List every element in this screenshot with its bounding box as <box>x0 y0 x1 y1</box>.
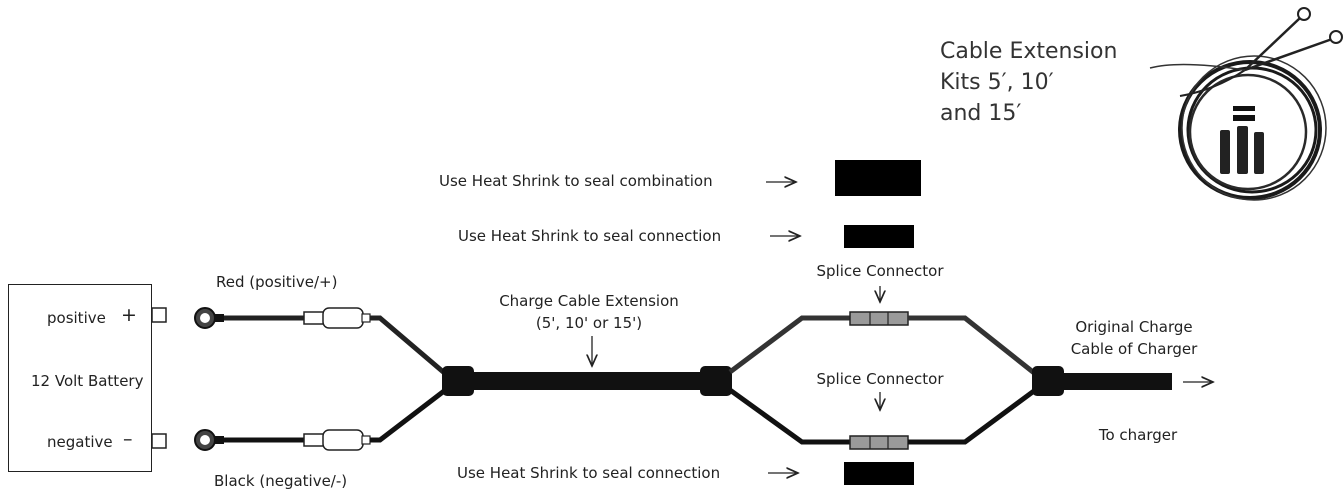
cable-kit-coil-image <box>1149 7 1343 201</box>
negative-sign: – <box>123 428 133 450</box>
upper-branch-wire <box>728 315 850 374</box>
extension-label: Charge Cable Extension <box>499 292 679 310</box>
lower-branch-wire <box>728 387 850 445</box>
kit-title-line: Kits 5′, 10′ <box>940 70 1054 95</box>
positive-terminal <box>151 307 167 323</box>
to-charger-label: To charger <box>1098 426 1178 444</box>
negative-terminal <box>151 433 167 449</box>
black-ring-terminal <box>194 429 224 451</box>
bottom-splice-label: Splice Connector <box>816 370 944 388</box>
kit-title: Cable Extension Kits 5′, 10′ and 15′ <box>940 36 1117 129</box>
original-cable-hub <box>1032 366 1064 396</box>
top-splice-connector <box>849 311 909 326</box>
heat-shrink-connection-top <box>844 225 914 248</box>
red-wire-label: Red (positive/+) <box>216 273 338 291</box>
original-cable-label-line2: Cable of Charger <box>1070 340 1198 358</box>
positive-label: positive <box>47 309 106 327</box>
extension-cable <box>472 372 704 390</box>
red-ring-terminal <box>194 307 224 329</box>
top-splice-label: Splice Connector <box>816 262 944 280</box>
lower-branch-wire-right <box>908 385 1040 445</box>
extension-left-hub <box>442 366 474 396</box>
battery-label: 12 Volt Battery <box>31 372 144 390</box>
bottom-splice-connector <box>849 435 909 450</box>
positive-sign: + <box>121 304 137 326</box>
heat-shrink-connection-bottom-label: Use Heat Shrink to seal connection <box>457 464 721 482</box>
black-wire-to-hub <box>370 386 450 443</box>
red-wire-to-hub <box>370 315 450 378</box>
original-cable-label-line1: Original Charge <box>1075 318 1193 336</box>
extension-right-hub <box>700 366 732 396</box>
battery-box: positive + 12 Volt Battery negative – <box>8 284 152 472</box>
black-fuse-connector <box>303 429 371 451</box>
heat-shrink-combination <box>835 160 921 196</box>
heat-shrink-connection-bottom <box>844 462 914 485</box>
heat-shrink-connection-top-label: Use Heat Shrink to seal connection <box>458 227 722 245</box>
red-fuse-connector <box>303 307 371 329</box>
heat-shrink-combination-label: Use Heat Shrink to seal combination <box>439 172 713 190</box>
extension-length-label: (5', 10' or 15') <box>535 314 643 332</box>
upper-branch-wire-right <box>908 315 1040 378</box>
kit-title-line: and 15′ <box>940 101 1022 126</box>
original-cable <box>1062 373 1172 390</box>
negative-label: negative <box>47 433 113 451</box>
black-wire-label: Black (negative/-) <box>214 472 348 490</box>
kit-title-line: Cable Extension <box>940 39 1118 64</box>
